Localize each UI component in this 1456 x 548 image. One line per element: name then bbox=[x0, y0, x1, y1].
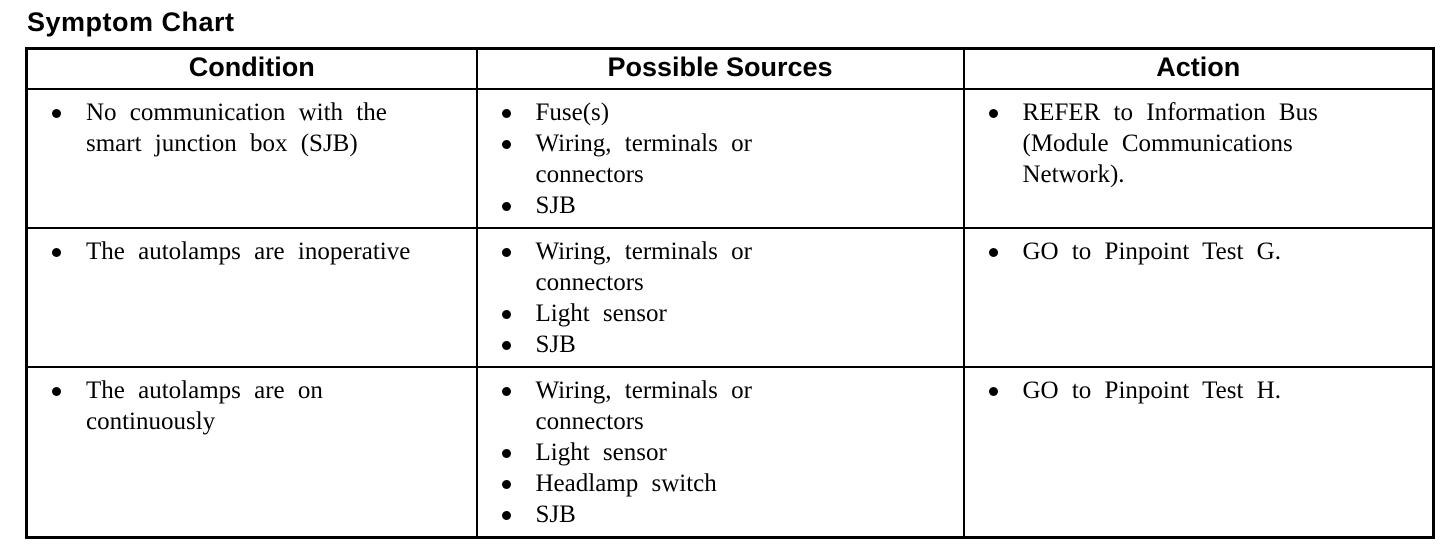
bullet-list: GO to Pinpoint Test H. bbox=[965, 368, 1433, 412]
action-cell: GO to Pinpoint Test G. bbox=[962, 226, 1435, 368]
list-item: Fuse(s) bbox=[478, 97, 953, 128]
bullet-list: Wiring, terminals or connectors Light se… bbox=[478, 368, 963, 536]
list-item: SJB bbox=[478, 190, 953, 221]
list-item: Wiring, terminals or connectors bbox=[478, 236, 953, 298]
col-header-action: Action bbox=[962, 47, 1435, 90]
condition-cell: The autolamps are inoperative bbox=[25, 226, 478, 368]
col-header-possible-sources: Possible Sources bbox=[475, 47, 965, 90]
table-row: The autolamps are on continuously Wiring… bbox=[25, 365, 1435, 538]
list-item: Light sensor bbox=[478, 437, 953, 468]
bullet-list: The autolamps are inoperative bbox=[28, 229, 476, 273]
bullet-list: No communication with the smart junction… bbox=[28, 90, 476, 165]
action-cell: REFER to Information Bus (Module Communi… bbox=[962, 87, 1435, 229]
table-row: No communication with the smart junction… bbox=[25, 87, 1435, 229]
action-cell: GO to Pinpoint Test H. bbox=[962, 365, 1435, 538]
header-row: Condition Possible Sources Action bbox=[25, 47, 1435, 90]
list-item: Headlamp switch bbox=[478, 468, 953, 499]
bullet-list: The autolamps are on continuously bbox=[28, 368, 476, 443]
possible-sources-cell: Wiring, terminals or connectors Light se… bbox=[475, 226, 965, 368]
list-item: GO to Pinpoint Test G. bbox=[965, 236, 1423, 267]
bullet-list: Fuse(s) Wiring, terminals or connectors … bbox=[478, 90, 963, 227]
condition-cell: The autolamps are on continuously bbox=[25, 365, 478, 538]
bullet-list: GO to Pinpoint Test G. bbox=[965, 229, 1433, 273]
possible-sources-cell: Fuse(s) Wiring, terminals or connectors … bbox=[475, 87, 965, 229]
bullet-list: REFER to Information Bus (Module Communi… bbox=[965, 90, 1433, 196]
list-item: The autolamps are inoperative bbox=[28, 236, 466, 267]
list-item: Light sensor bbox=[478, 298, 953, 329]
col-header-condition: Condition bbox=[25, 47, 478, 90]
list-item: No communication with the smart junction… bbox=[28, 97, 466, 159]
list-item: The autolamps are on continuously bbox=[28, 375, 466, 437]
page-title: Symptom Chart bbox=[27, 7, 235, 37]
symptom-chart-table: Condition Possible Sources Action No com… bbox=[25, 47, 1435, 539]
list-item: SJB bbox=[478, 329, 953, 360]
list-item: Wiring, terminals or connectors bbox=[478, 128, 953, 190]
possible-sources-cell: Wiring, terminals or connectors Light se… bbox=[475, 365, 965, 538]
list-item: SJB bbox=[478, 499, 953, 530]
bullet-list: Wiring, terminals or connectors Light se… bbox=[478, 229, 963, 366]
list-item: REFER to Information Bus (Module Communi… bbox=[965, 97, 1423, 190]
table-row: The autolamps are inoperative Wiring, te… bbox=[25, 226, 1435, 368]
list-item: GO to Pinpoint Test H. bbox=[965, 375, 1423, 406]
condition-cell: No communication with the smart junction… bbox=[25, 87, 478, 229]
list-item: Wiring, terminals or connectors bbox=[478, 375, 953, 437]
